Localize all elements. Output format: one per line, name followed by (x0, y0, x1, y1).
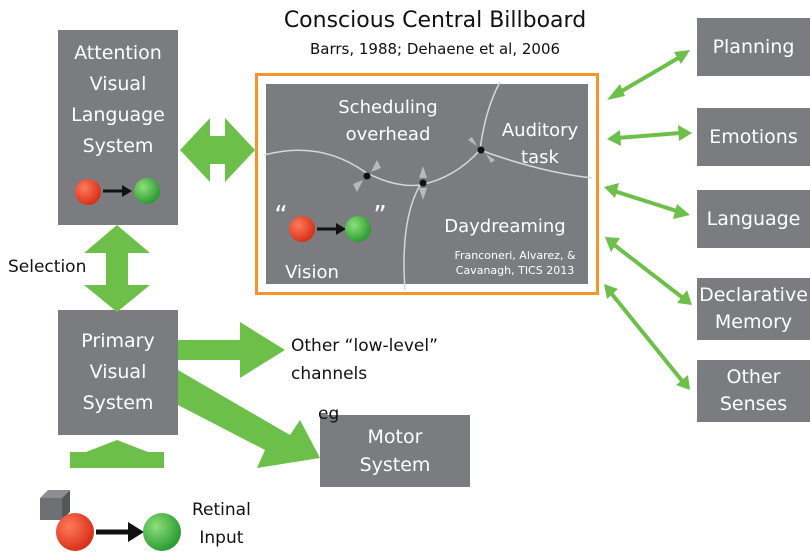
vision-ball-arrow-head (336, 223, 346, 235)
attention-balls (75, 178, 160, 205)
auditory-task-label: Auditory task (485, 117, 595, 171)
channels-line: channels (291, 364, 368, 384)
vision-red-ball (289, 216, 315, 242)
system-line: System (359, 454, 431, 476)
vision-green-ball (345, 216, 371, 242)
senses-line: Senses (719, 393, 788, 415)
attention-ball-arrow-head (122, 185, 132, 197)
junction-dot-1 (363, 172, 371, 180)
other-senses-arrow-line (609, 291, 685, 384)
emotions-arrow-head-b (678, 125, 692, 141)
retinal-red-ball (56, 513, 94, 551)
junction-arrow-1b (353, 180, 363, 192)
planning-arrow-line (613, 55, 682, 97)
right-connector-arrows (604, 50, 692, 390)
motor-line: Motor (367, 426, 423, 448)
diagram-title: Conscious Central Billboard (283, 8, 587, 33)
planning-box: Planning (697, 18, 810, 76)
primary-visual-system-box: Primary Visual System (58, 310, 178, 435)
attention-green-ball (134, 178, 160, 204)
attention-line: Attention (74, 42, 162, 64)
selection-double-arrow (84, 225, 150, 312)
declarative-memory-box: Declarative Memory (697, 278, 810, 340)
retinal-input-graphic (40, 490, 181, 551)
language-arrow-head-a (604, 183, 619, 198)
billboard-region-lines (263, 81, 593, 291)
retinal-input-label: Retinal Input (192, 496, 251, 552)
cube-icon-side (62, 490, 70, 520)
primary-line: Primary (81, 330, 155, 352)
junction-arrow-1a (371, 160, 381, 172)
cube-icon-front (40, 498, 62, 520)
region-line-left (263, 149, 481, 187)
task-line: task (521, 147, 559, 168)
selection-label: Selection (8, 257, 87, 277)
overhead-line: overhead (345, 124, 431, 145)
planning-label: Planning (712, 35, 795, 58)
other-low-level-line: Other “low-level” (291, 336, 438, 356)
cube-icon-top (40, 490, 70, 498)
vision-label: Vision (285, 262, 339, 283)
diagram-subtitle: Barrs, 1988; Dehaene et al, 2006 (309, 40, 561, 58)
system-line: System (82, 392, 154, 414)
declarative-arrow-head-a (605, 237, 620, 252)
motor-system-box: Motor System (320, 415, 470, 487)
citation-label: Franconeri, Alvarez, & Cavanagh, TICS 20… (440, 248, 590, 278)
region-line-top-right (479, 81, 501, 151)
motor-arrow (178, 370, 320, 468)
emotions-box: Emotions (697, 108, 810, 166)
junction-dot-2 (419, 179, 427, 187)
retinal-line: Retinal (192, 500, 251, 520)
region-line-right (479, 149, 593, 179)
planning-arrow-head-a (607, 84, 625, 100)
green-arrows (70, 118, 320, 468)
language-box: Language (697, 190, 810, 248)
junction-arrow-3b (486, 154, 495, 163)
retinal-arrow-head (128, 522, 144, 542)
declarative-arrow-line (611, 242, 685, 300)
declarative-arrow-head-b (677, 290, 692, 305)
other-senses-box: Other Senses (697, 360, 810, 422)
visual-line: Visual (89, 361, 147, 383)
memory-line: Memory (714, 311, 793, 333)
citation-line-1: Franconeri, Alvarez, & (454, 249, 576, 262)
scheduling-overhead-label: Scheduling overhead (318, 94, 458, 148)
junction-arrow-2b (419, 188, 427, 200)
eg-label: eg (318, 404, 340, 424)
scheduling-line: Scheduling (338, 97, 438, 118)
visual-line: Visual (89, 73, 147, 95)
region-line-bottom (403, 184, 421, 291)
attention-red-ball (75, 179, 101, 205)
input-line: Input (199, 528, 244, 548)
attention-billboard-double-arrow (180, 118, 255, 182)
other-channels-label: Other “low-level” channels (291, 332, 438, 388)
junction-arrow-3a (468, 137, 477, 146)
emotions-arrow-line (616, 131, 681, 140)
junction-markers (353, 137, 495, 200)
language-label: Language (706, 207, 801, 230)
emotions-arrow-head-a (607, 130, 621, 146)
system-line: System (82, 135, 154, 157)
vision-balls (289, 216, 371, 242)
other-line: Other (726, 366, 781, 388)
other-channels-arrow (178, 322, 285, 378)
language-arrow-head-b (673, 204, 690, 219)
other-senses-arrow-head-b (676, 375, 690, 390)
daydreaming-label: Daydreaming (444, 216, 566, 237)
language-line: Language (71, 104, 165, 126)
other-senses-arrow-head-a (604, 284, 618, 299)
retinal-green-ball (143, 513, 181, 551)
close-quote: ” (373, 201, 387, 231)
open-quote: “ (274, 201, 288, 231)
auditory-line: Auditory (501, 120, 579, 141)
retinal-input-up-arrow (70, 440, 164, 468)
junction-arrow-2a (419, 166, 427, 178)
citation-line-2: Cavanagh, TICS 2013 (455, 264, 575, 277)
declarative-line: Declarative (699, 284, 808, 306)
junction-dot-3 (477, 146, 485, 154)
emotions-label: Emotions (709, 125, 798, 148)
planning-arrow-head-b (674, 50, 690, 64)
language-arrow-line (613, 189, 681, 214)
